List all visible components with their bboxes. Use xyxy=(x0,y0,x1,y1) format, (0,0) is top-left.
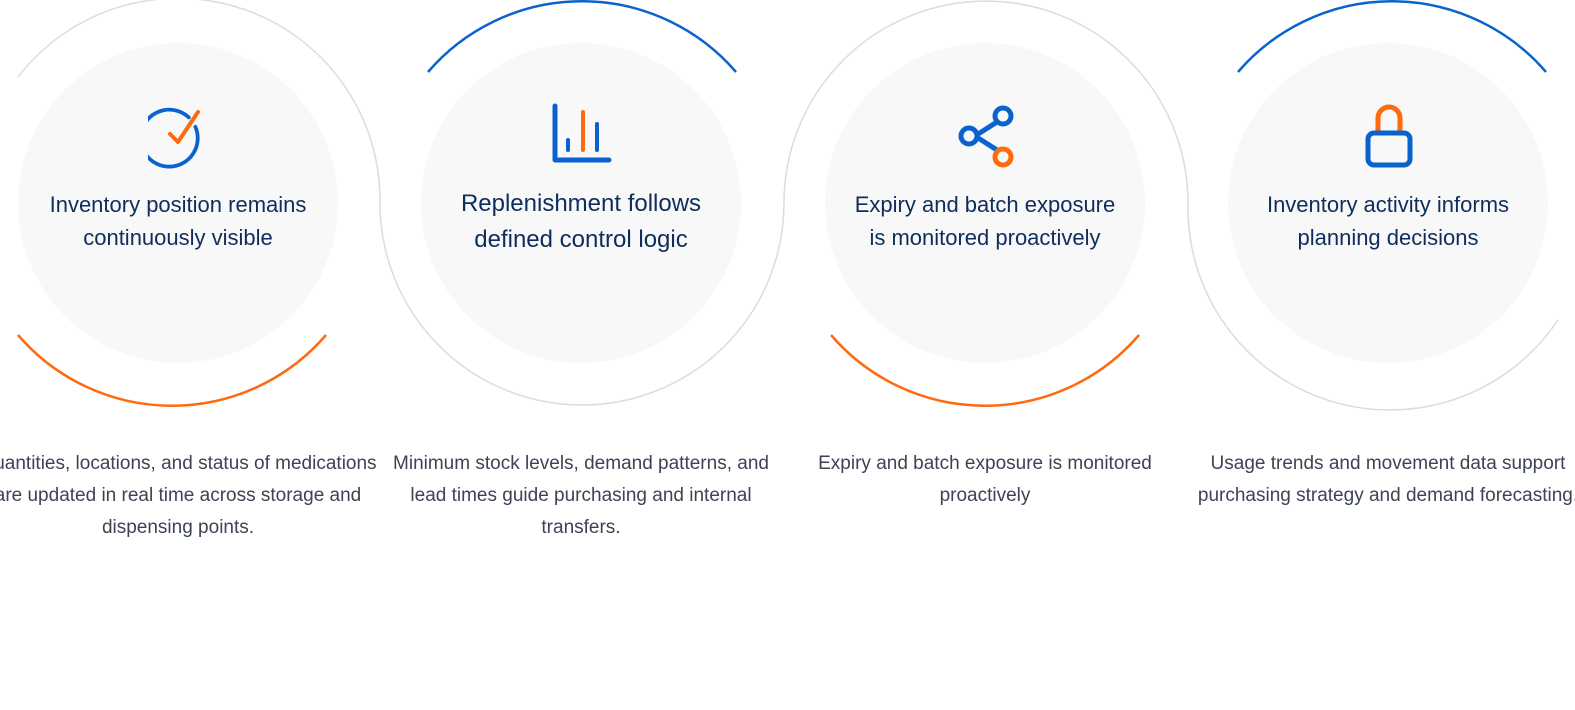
disc-4 xyxy=(1228,43,1548,363)
share-icon xyxy=(958,105,1014,168)
disc-1 xyxy=(18,43,338,363)
check-circle-icon xyxy=(148,107,200,169)
gray-arc-2 xyxy=(379,202,785,406)
gray-arc-3 xyxy=(783,0,1189,204)
card-title: Inventory activity informs planning deci… xyxy=(1266,192,1510,250)
card-description: Expiry and batch exposure is monitored p… xyxy=(818,453,1152,506)
feature-card-4: Inventory activity informs planning deci… xyxy=(1188,0,1575,710)
blue-arc-4 xyxy=(1237,0,1547,73)
card-title: Inventory position remains continuously … xyxy=(49,192,307,250)
gray-arc-4 xyxy=(1187,202,1559,411)
blue-arc-2 xyxy=(427,0,737,73)
card-title: Expiry and batch exposure is monitored p… xyxy=(854,192,1116,250)
gray-arc-1 xyxy=(17,0,381,204)
card-description: Minimum stock levels, demand patterns, a… xyxy=(393,453,769,538)
lock-icon xyxy=(1365,104,1413,168)
disc-3 xyxy=(825,43,1145,363)
feature-card-2: Replenishment follows defined control lo… xyxy=(381,0,781,710)
orange-arc-3 xyxy=(830,334,1140,407)
orange-arc-1 xyxy=(17,334,327,407)
card-description: Quantities, locations, and status of med… xyxy=(0,453,377,538)
card-description: Usage trends and movement data support p… xyxy=(1197,453,1575,506)
disc-2 xyxy=(421,43,741,363)
bar-chart-icon xyxy=(552,103,612,163)
card-title: Replenishment follows defined control lo… xyxy=(460,190,702,253)
feature-card-3: Expiry and batch exposure is monitored p… xyxy=(785,0,1185,710)
feature-card-1: Inventory position remains continuously … xyxy=(0,0,378,710)
